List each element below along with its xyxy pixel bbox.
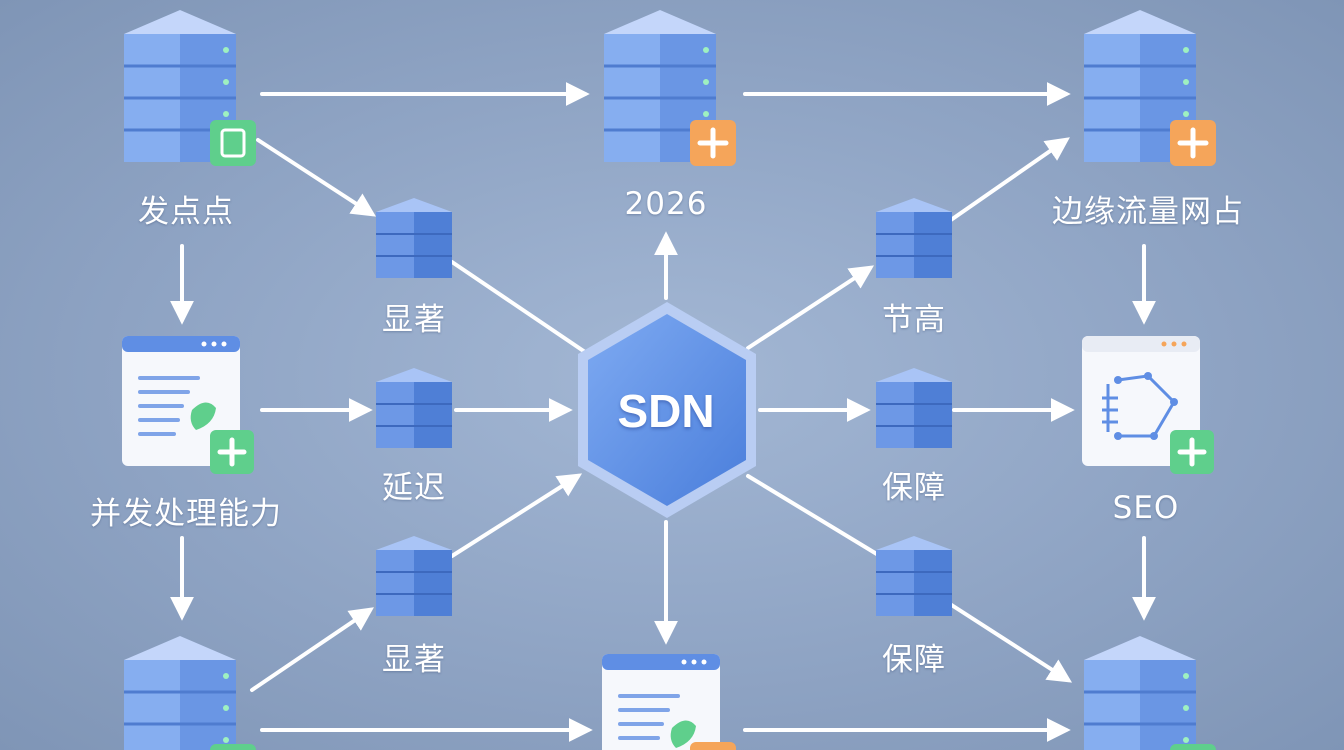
label-top-right: 边缘流量网占 bbox=[1052, 194, 1244, 230]
label-inner-bottom-left: 显著 bbox=[382, 642, 446, 678]
label-mid-left: 并发处理能力 bbox=[90, 496, 282, 532]
hub-label: SDN bbox=[617, 385, 715, 437]
label-top-left: 发点点 bbox=[138, 194, 234, 230]
network-document-icon bbox=[1082, 336, 1214, 474]
mini-server-icon bbox=[876, 198, 952, 278]
arrow-bottom-left-to-inner bbox=[250, 607, 374, 692]
server-stack-icon bbox=[124, 10, 256, 166]
arrow-inner-top-right-to-top-right bbox=[946, 137, 1070, 224]
server-stack-icon bbox=[124, 636, 256, 750]
mini-server-icon bbox=[376, 198, 452, 278]
line-inner-to-hub-top-left bbox=[450, 260, 587, 354]
mini-server-icon bbox=[376, 368, 452, 448]
label-inner-top-left: 显著 bbox=[382, 302, 446, 338]
server-stack-icon bbox=[604, 10, 736, 166]
arrow-inner-bottom-left-to-hub bbox=[450, 473, 583, 558]
mini-server-icon bbox=[876, 536, 952, 616]
arrow-inner-bottom-right-to-bottom-right bbox=[948, 602, 1073, 683]
label-mid-right: SEO bbox=[1112, 490, 1180, 526]
line-hub-to-inner-bottom-right bbox=[746, 474, 882, 558]
document-window-icon bbox=[122, 336, 254, 474]
mini-server-icon bbox=[376, 536, 452, 616]
document-window-icon bbox=[602, 654, 736, 750]
label-inner-bottom-right: 保障 bbox=[882, 642, 946, 678]
label-inner-mid-right: 保障 bbox=[882, 470, 946, 506]
arrow-top-left-to-inner bbox=[256, 138, 377, 217]
sdn-hub-hexagon bbox=[578, 302, 756, 518]
server-stack-icon bbox=[1084, 10, 1216, 166]
arrow-hub-to-inner-top-right bbox=[746, 265, 875, 350]
label-inner-mid-left: 延迟 bbox=[382, 470, 446, 506]
mini-server-icon bbox=[876, 368, 952, 448]
label-top-center: 2026 bbox=[624, 186, 708, 222]
server-stack-icon bbox=[1084, 636, 1216, 750]
window-badge-icon bbox=[220, 128, 246, 158]
label-inner-top-right: 节高 bbox=[882, 302, 946, 338]
